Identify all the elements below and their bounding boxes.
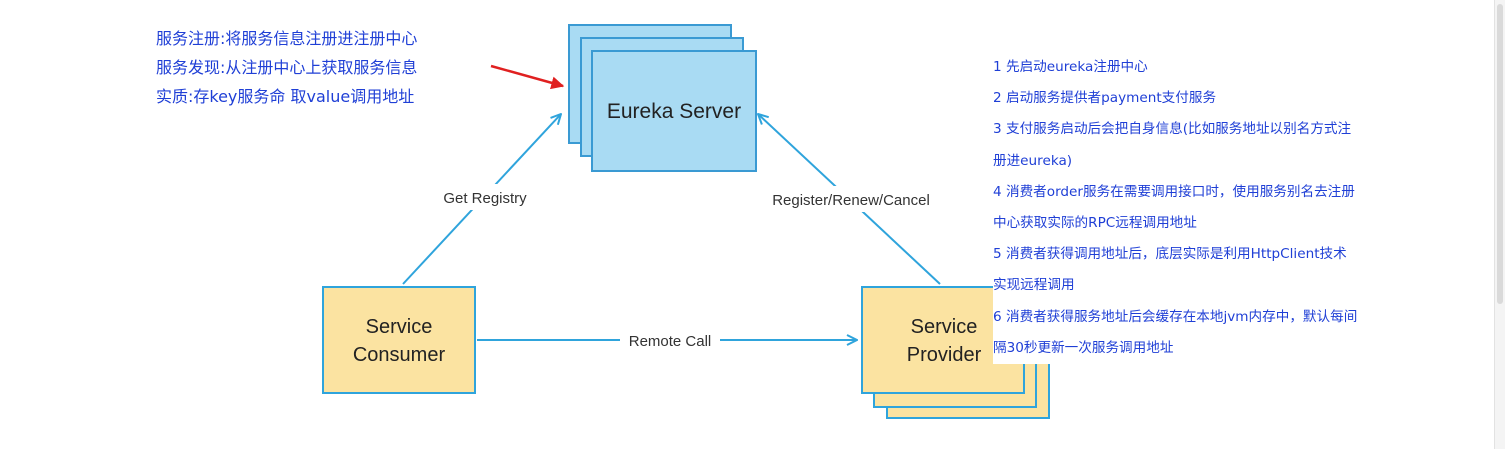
- eureka-server-node: Eureka Server: [568, 24, 757, 172]
- step-line: 2 启动服务提供者payment支付服务: [993, 90, 1217, 107]
- note-line: 服务注册:将服务信息注册进注册中心: [156, 29, 418, 48]
- step-line: 中心获取实际的RPC远程调用地址: [993, 214, 1197, 231]
- step-line: 1 先启动eureka注册中心: [993, 59, 1148, 75]
- scrollbar-thumb[interactable]: [1497, 4, 1503, 304]
- provider-label-line1: Service: [911, 316, 978, 338]
- consumer-label-line1: Service: [366, 316, 433, 338]
- red-pointer-arrow: [490, 64, 565, 90]
- remote-call-edge: Remote Call: [477, 328, 857, 352]
- consumer-label-line2: Consumer: [353, 344, 446, 366]
- service-consumer-node: Service Consumer: [322, 286, 476, 394]
- step-line: 3 支付服务启动后会把自身信息(比如服务地址以别名方式注: [993, 121, 1352, 138]
- note-line: 服务发现:从注册中心上获取服务信息: [156, 58, 418, 77]
- get-registry-edge: Get Registry: [402, 114, 561, 285]
- get-registry-label: Get Registry: [443, 190, 527, 207]
- step-line: 实现远程调用: [993, 277, 1075, 294]
- eureka-server-label: Eureka Server: [607, 100, 741, 123]
- vertical-scrollbar[interactable]: [1494, 0, 1505, 449]
- right-notes: 1 先启动eureka注册中心 2 启动服务提供者payment支付服务 3 支…: [993, 52, 1469, 364]
- step-line: 4 消费者order服务在需要调用接口时，使用服务别名去注册: [993, 183, 1355, 200]
- step-line: 6 消费者获得服务地址后会缓存在本地jvm内存中，默认每间: [993, 308, 1358, 325]
- note-line: 实质:存key服务命 取value调用地址: [156, 87, 415, 106]
- register-renew-cancel-label: Register/Renew/Cancel: [772, 192, 930, 209]
- step-line: 册进eureka): [993, 152, 1073, 169]
- provider-label-line2: Provider: [907, 344, 982, 366]
- remote-call-label: Remote Call: [629, 333, 712, 350]
- step-line: 隔30秒更新一次服务调用地址: [993, 339, 1174, 356]
- left-notes: 服务注册:将服务信息注册进注册中心 服务发现:从注册中心上获取服务信息 实质:存…: [156, 24, 417, 111]
- step-line: 5 消费者获得调用地址后，底层实际是利用HttpClient技术: [993, 246, 1347, 263]
- register-edge: Register/Renew/Cancel: [756, 114, 946, 285]
